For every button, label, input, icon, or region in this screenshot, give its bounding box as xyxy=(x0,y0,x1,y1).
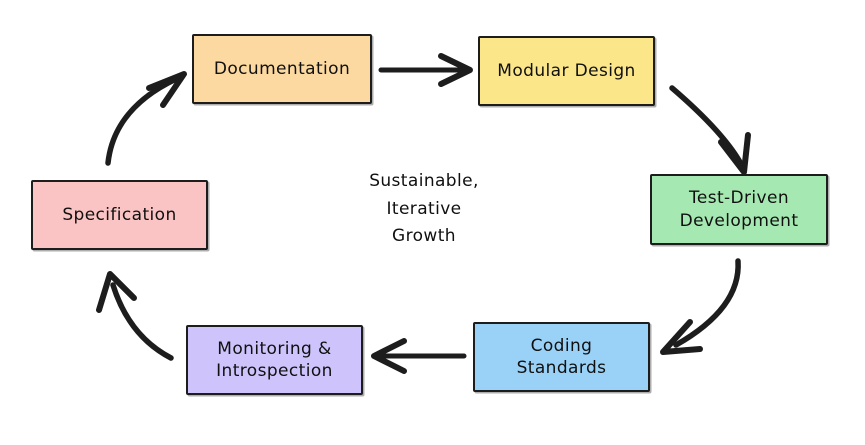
arrow-monitoring-to-specification xyxy=(96,271,174,361)
node-coding-standards-label: Coding Standards xyxy=(516,335,607,378)
node-modular-design[interactable]: Modular Design xyxy=(478,36,655,106)
arrow-coding-to-monitoring xyxy=(371,338,467,374)
node-specification-label: Specification xyxy=(62,204,177,225)
arrow-tdd-to-coding xyxy=(660,258,741,355)
node-modular-design-label: Modular Design xyxy=(497,60,636,81)
node-test-driven-development[interactable]: Test-Driven Development xyxy=(650,174,828,245)
node-documentation-label: Documentation xyxy=(213,58,351,79)
node-monitoring-introspection[interactable]: Monitoring & Introspection xyxy=(186,325,363,395)
arrow-modular-to-tdd xyxy=(669,85,751,175)
node-documentation[interactable]: Documentation xyxy=(192,34,372,104)
arrow-specification-to-documentation xyxy=(105,71,187,166)
arrow-documentation-to-modular xyxy=(378,53,473,87)
center-caption: Sustainable, Iterative Growth xyxy=(369,171,479,247)
node-monitoring-introspection-label: Monitoring & Introspection xyxy=(216,338,333,381)
node-test-driven-development-label: Test-Driven Development xyxy=(679,188,799,231)
node-coding-standards[interactable]: Coding Standards xyxy=(473,322,650,392)
node-specification[interactable]: Specification xyxy=(31,180,208,250)
